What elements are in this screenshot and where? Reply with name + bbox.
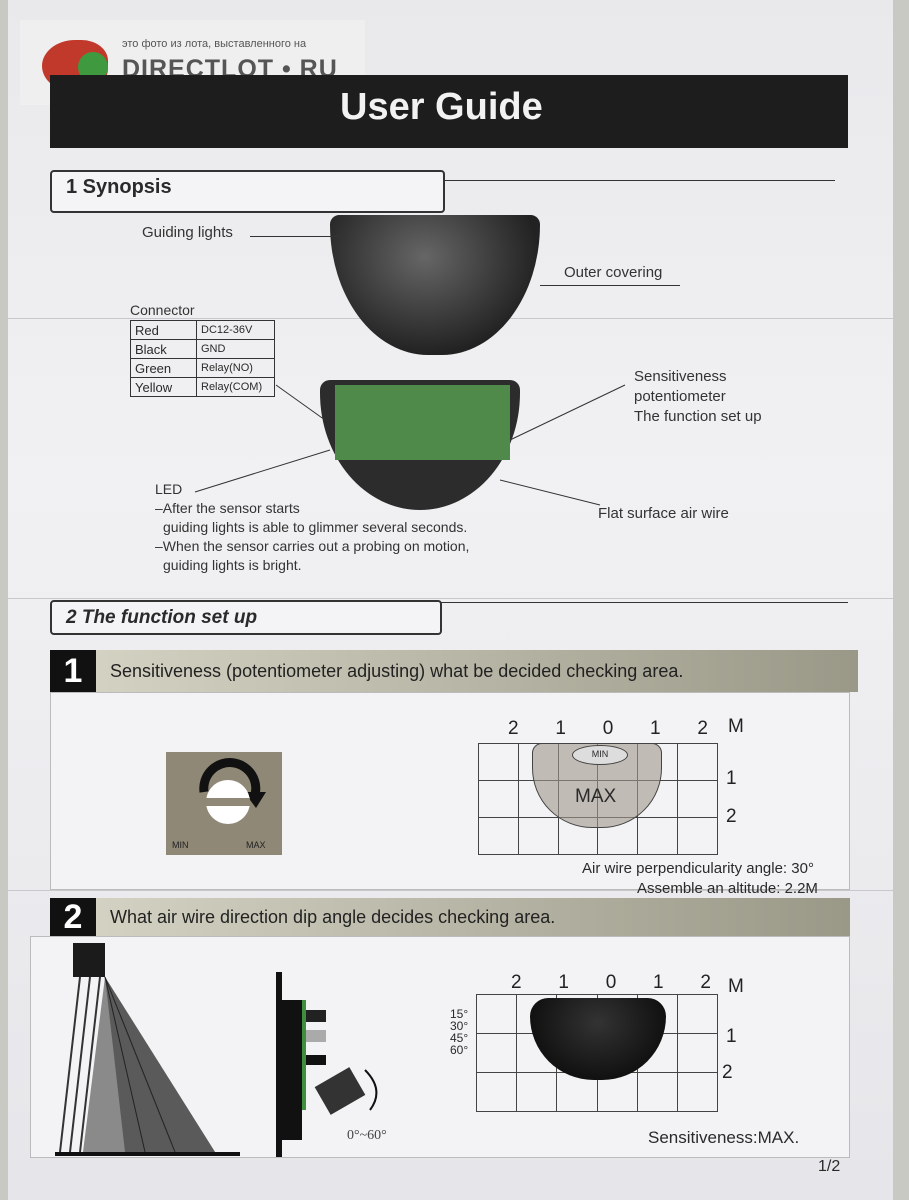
step-number: 2 (50, 898, 96, 936)
angle-label: 45° (450, 1031, 469, 1045)
col-label: 1 (650, 718, 661, 739)
guiding-lights-label: Guiding lights (142, 224, 233, 241)
leader-line (540, 285, 680, 286)
text-line: –After the sensor starts (155, 500, 300, 516)
section-heading-synopsis: 1 Synopsis (50, 170, 445, 213)
pot-max-label: MAX (246, 840, 266, 850)
step-text: What air wire direction dip angle decide… (110, 906, 556, 927)
col-label: 1 (555, 718, 566, 739)
wire-color: Black (130, 339, 197, 359)
row-label: 2 (726, 806, 737, 827)
wire-function: Relay(COM) (196, 377, 275, 397)
col-label: 2 (511, 972, 522, 993)
air-wire-label: Flat surface air wire (598, 505, 729, 522)
row-label: 1 (726, 768, 737, 789)
angle-label: 30° (450, 1019, 469, 1033)
unit-label: M (728, 716, 744, 737)
angle-label: 60° (450, 1043, 469, 1057)
col-label: 2 (508, 718, 519, 739)
zone-max-label: MAX (575, 786, 617, 807)
outer-covering-label: Outer covering (564, 264, 663, 281)
text-line: potentiometer (634, 388, 726, 405)
wire-function: DC12-36V (196, 320, 275, 340)
altitude-note: Assemble an altitude: 2.2M (637, 880, 818, 897)
step-text: Sensitiveness (potentiometer adjusting) … (110, 660, 684, 681)
title-bar (50, 75, 848, 148)
leader-line (250, 236, 345, 237)
step-1-bar: 1 Sensitiveness (potentiometer adjusting… (50, 650, 858, 692)
step-number: 1 (50, 650, 96, 692)
col-label: 1 (558, 972, 569, 993)
divider (440, 180, 835, 181)
wire-color: Yellow (130, 377, 197, 397)
angle-note: Air wire perpendicularity angle: 30° (582, 860, 814, 877)
sensitiveness-note: Sensitiveness:MAX. (648, 1128, 800, 1147)
leader-lines (194, 384, 626, 506)
unit-label: M (728, 976, 744, 997)
divider (440, 602, 848, 603)
circuit-board (335, 385, 510, 460)
page-number: 1/2 (818, 1158, 841, 1175)
led-label: LED (155, 481, 183, 497)
row-label: 1 (726, 1026, 737, 1047)
watermark-caption: это фото из лота, выставленного на (122, 38, 307, 50)
wire-function: Relay(NO) (196, 358, 275, 378)
section-heading-function: 2 The function set up (50, 600, 442, 635)
page-title: User Guide (340, 86, 543, 128)
text-line: guiding lights is bright. (163, 557, 302, 573)
detection-zone-min: MIN (572, 745, 628, 765)
column-labels: 2 1 0 1 2 (511, 972, 711, 994)
col-label: 0 (602, 718, 614, 739)
rotate-arrow-icon (199, 758, 266, 824)
connector-label: Connector (130, 302, 195, 318)
wire-color: Green (130, 358, 197, 378)
tilt-range-label: 0°~60° (347, 1128, 387, 1143)
potentiometer-label: Sensitiveness potentiometer The function… (634, 367, 762, 427)
pot-min-label: MIN (172, 840, 189, 850)
col-label: 2 (697, 718, 708, 739)
text-line: The function set up (634, 408, 762, 425)
led-notes: LED –After the sensor starts guiding lig… (155, 480, 469, 575)
step-2-bar: 2 What air wire direction dip angle deci… (50, 898, 850, 936)
col-label: 2 (700, 972, 711, 993)
col-label: 0 (605, 972, 617, 993)
fold-line (8, 598, 893, 599)
column-labels: 2 1 0 1 2 (508, 718, 708, 740)
tilt-diagrams (55, 943, 378, 1157)
text-line: guiding lights is able to glimmer severa… (163, 519, 468, 535)
angle-labels: 15° 30° 45° 60° (450, 1008, 468, 1056)
row-label: 2 (722, 1062, 733, 1083)
text-line: –When the sensor carries out a probing o… (155, 538, 470, 554)
angle-label: 15° (450, 1007, 469, 1021)
fold-line (8, 890, 893, 891)
col-label: 1 (653, 972, 664, 993)
text-line: Sensitiveness (634, 368, 727, 385)
